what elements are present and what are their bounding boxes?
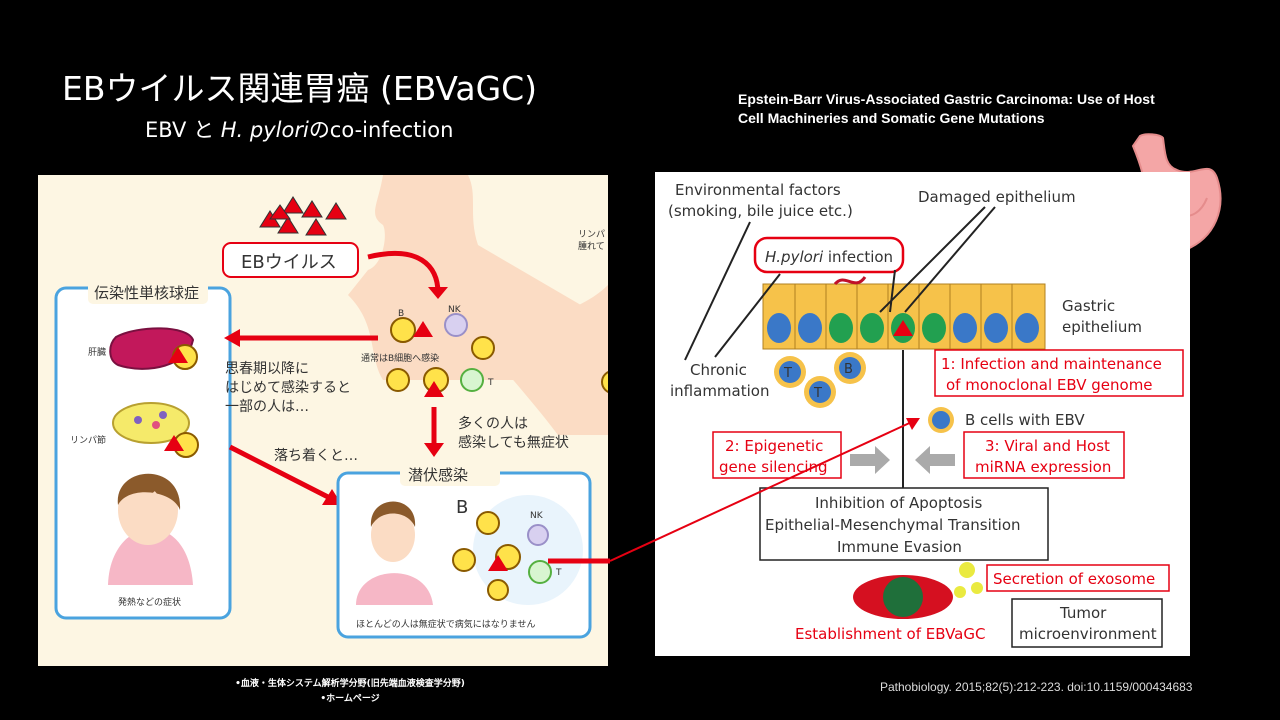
mech-text-3: Immune Evasion bbox=[837, 538, 962, 556]
puberty-text-3: 一部の人は… bbox=[225, 399, 309, 415]
normal-infection-text: 通常はB細胞へ感染 bbox=[361, 352, 439, 364]
cut-text-2: 腫れて bbox=[578, 241, 605, 252]
gastric-text-2: epithelium bbox=[1062, 318, 1142, 336]
credit-line-1: •血液・生体システム解析学分野(旧先端血液検査学分野) bbox=[235, 679, 465, 689]
tcell-label-2: T bbox=[813, 386, 822, 401]
cell-t-label: T bbox=[487, 378, 494, 388]
chronic-text-1: Chronic bbox=[690, 361, 747, 379]
mech-text-1: Inhibition of Apoptosis bbox=[815, 494, 983, 512]
latent-footer: ほとんどの人は無症状で病気にはなりません bbox=[356, 618, 535, 630]
cause-arrows bbox=[684, 206, 996, 550]
paper-title: Epstein-Barr Virus-Associated Gastric Ca… bbox=[738, 91, 1155, 126]
settle-text: 落ち着くと… bbox=[274, 448, 358, 464]
damaged-text: Damaged epithelium bbox=[918, 188, 1076, 206]
tumor-text-1: Tumor bbox=[1059, 604, 1107, 622]
establish-text: Establishment of EBVaGC bbox=[795, 625, 985, 643]
latent-title: 潜伏感染 bbox=[408, 466, 468, 484]
fever-label: 発熱などの症状 bbox=[118, 596, 181, 608]
exosome-text: Secretion of exosome bbox=[993, 570, 1155, 588]
lymph-node-icon bbox=[112, 402, 190, 444]
ebvagc-mechanism-diagram: Environmental factors (smoking, bile jui… bbox=[655, 172, 1190, 656]
subtitle-post: のco-infection bbox=[308, 118, 454, 142]
box-3 bbox=[963, 431, 1125, 479]
gastric-epithelium bbox=[762, 276, 1046, 350]
subtitle-pre: EBV と bbox=[145, 118, 221, 142]
citation-text: Pathobiology. 2015;82(5):212-223. doi:10… bbox=[880, 680, 1193, 694]
lymph-label: リンパ節 bbox=[70, 434, 106, 446]
gastric-text-1: Gastric bbox=[1062, 297, 1115, 315]
puberty-text-2: はじめて感染すると bbox=[225, 379, 351, 396]
box-2 bbox=[712, 431, 842, 479]
cell-nk-label: NK bbox=[448, 305, 462, 315]
cut-text-1: リンパ bbox=[578, 229, 605, 240]
hpylori-italic: H.pylori bbox=[765, 248, 824, 266]
mechanism-box bbox=[759, 487, 1049, 561]
slide-subtitle: EBV と H. pyloriのco-infection bbox=[145, 114, 453, 144]
ebv-label: EBウイルス bbox=[241, 252, 337, 273]
credit-text: •血液・生体システム解析学分野(旧先端血液検査学分野) •ホームページ bbox=[200, 677, 500, 707]
many-text-1: 多くの人は bbox=[458, 415, 528, 432]
box1-text-1: 1: Infection and maintenance bbox=[941, 355, 1162, 373]
big-b-label: B bbox=[456, 497, 468, 518]
ebv-infection-illustration: EBウイルス B NK T 通常はB細胞へ感染 リンパ 腫れて 伝染性単核球症 … bbox=[38, 175, 625, 666]
ebv-label-box bbox=[222, 242, 359, 278]
latent-t-label: T bbox=[555, 568, 562, 578]
many-text-2: 感染しても無症状 bbox=[458, 434, 569, 451]
right-diagram-svg: Environmental factors (smoking, bile jui… bbox=[668, 181, 1184, 648]
exosome-box bbox=[986, 564, 1170, 592]
bcell-label: B bbox=[844, 362, 853, 377]
box3-text-1: 3: Viral and Host bbox=[985, 437, 1110, 455]
gray-arrow-right bbox=[915, 446, 955, 474]
settle-arrow bbox=[228, 444, 330, 500]
env-text-2: (smoking, bile juice etc.) bbox=[668, 202, 853, 220]
left-illustration-svg: EBウイルス B NK T 通常はB細胞へ感染 リンパ 腫れて 伝染性単核球症 … bbox=[54, 175, 625, 639]
mono-box-title: 伝染性単核球症 bbox=[94, 284, 199, 302]
bcells-text: B cells with EBV bbox=[965, 411, 1085, 429]
subtitle-italic: H. pylori bbox=[220, 118, 309, 142]
tumor-env-box bbox=[1011, 598, 1163, 648]
tcell-label-1: T bbox=[783, 366, 792, 381]
box2-text-1: 2: Epigenetic bbox=[725, 437, 823, 455]
gray-arrow-left bbox=[850, 446, 890, 474]
liver-label: 肝臓 bbox=[88, 347, 106, 358]
mech-text-2: Epithelial-Mesenchymal Transition bbox=[765, 516, 1021, 534]
tumor-text-2: microenvironment bbox=[1019, 625, 1157, 643]
hpylori-box bbox=[753, 236, 905, 274]
box-1 bbox=[934, 349, 1184, 397]
immune-cells bbox=[774, 352, 866, 408]
puberty-text-1: 思春期以降に bbox=[225, 361, 309, 377]
person-icon bbox=[356, 501, 433, 605]
hpylori-text: H.pylori infection bbox=[765, 248, 893, 266]
cell-b-label: B bbox=[398, 309, 404, 319]
throat-cells bbox=[386, 313, 495, 397]
box1-text-2: of monoclonal EBV genome bbox=[946, 376, 1153, 394]
hpylori-rest: infection bbox=[823, 248, 893, 266]
sick-person-icon bbox=[108, 473, 193, 585]
credit-line-2: •ホームページ bbox=[320, 694, 380, 704]
infection-arrow bbox=[367, 250, 441, 294]
chronic-text-2: inflammation bbox=[670, 382, 769, 400]
env-text-1: Environmental factors bbox=[675, 181, 841, 199]
latent-nk-label: NK bbox=[530, 511, 544, 521]
box3-text-2: miRNA expression bbox=[975, 458, 1111, 476]
slide-title: EBウイルス関連胃癌 (EBVaGC) bbox=[62, 69, 538, 108]
box2-text-2: gene silencing bbox=[719, 458, 828, 476]
virus-cluster bbox=[259, 196, 347, 236]
shoulder bbox=[478, 285, 608, 435]
